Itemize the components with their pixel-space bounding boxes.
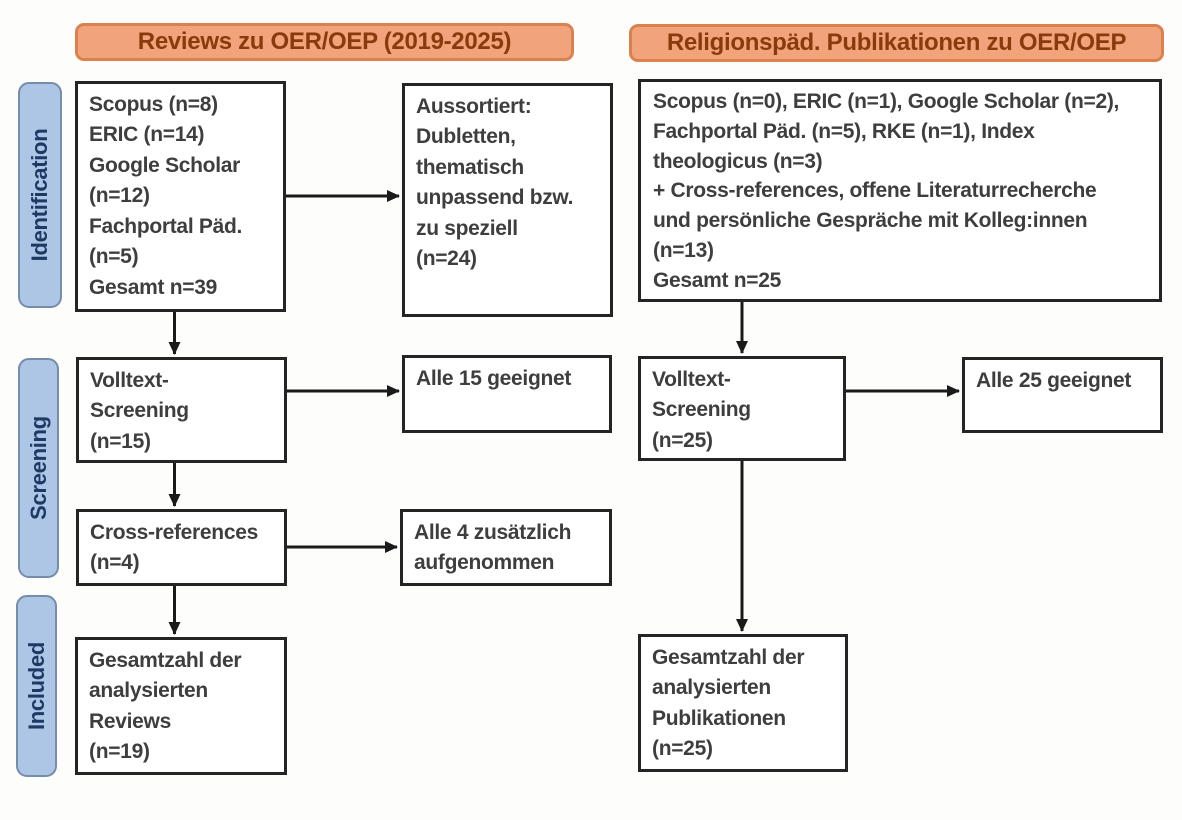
box-left-all-suitable: Alle 15 geeignet <box>402 355 612 433</box>
box-left-excluded: Aussortiert: Dubletten, thematisch unpas… <box>402 83 613 317</box>
box-right-fulltext-screening: Volltext- Screening (n=25) <box>638 356 846 461</box>
stage-label-included-text: Included <box>23 641 49 731</box>
box-left-total: Gesamtzahl der analysierten Reviews (n=1… <box>75 637 287 775</box>
box-left-additional-included: Alle 4 zusätzlich aufgenommen <box>400 509 612 586</box>
stage-label-included: Included <box>16 595 57 777</box>
stage-label-screening-text: Screening <box>25 416 51 520</box>
box-right-total: Gesamtzahl der analysierten Publikatione… <box>638 634 848 772</box>
box-right-sources: Scopus (n=0), ERIC (n=1), Google Scholar… <box>638 79 1162 302</box>
stage-label-identification: Identification <box>18 82 62 308</box>
column-header-religionspaed: Religionspäd. Publikationen zu OER/OEP <box>629 24 1164 62</box>
column-header-reviews: Reviews zu OER/OEP (2019-2025) <box>75 23 574 61</box>
box-left-fulltext-screening: Volltext- Screening (n=15) <box>76 357 287 463</box>
box-left-sources: Scopus (n=8) ERIC (n=14) Google Scholar … <box>75 81 286 312</box>
stage-label-screening: Screening <box>18 358 59 578</box>
stage-label-identification-text: Identification <box>27 128 52 262</box>
box-right-all-suitable: Alle 25 geeignet <box>962 357 1163 433</box>
box-left-cross-references: Cross-references (n=4) <box>76 509 287 586</box>
